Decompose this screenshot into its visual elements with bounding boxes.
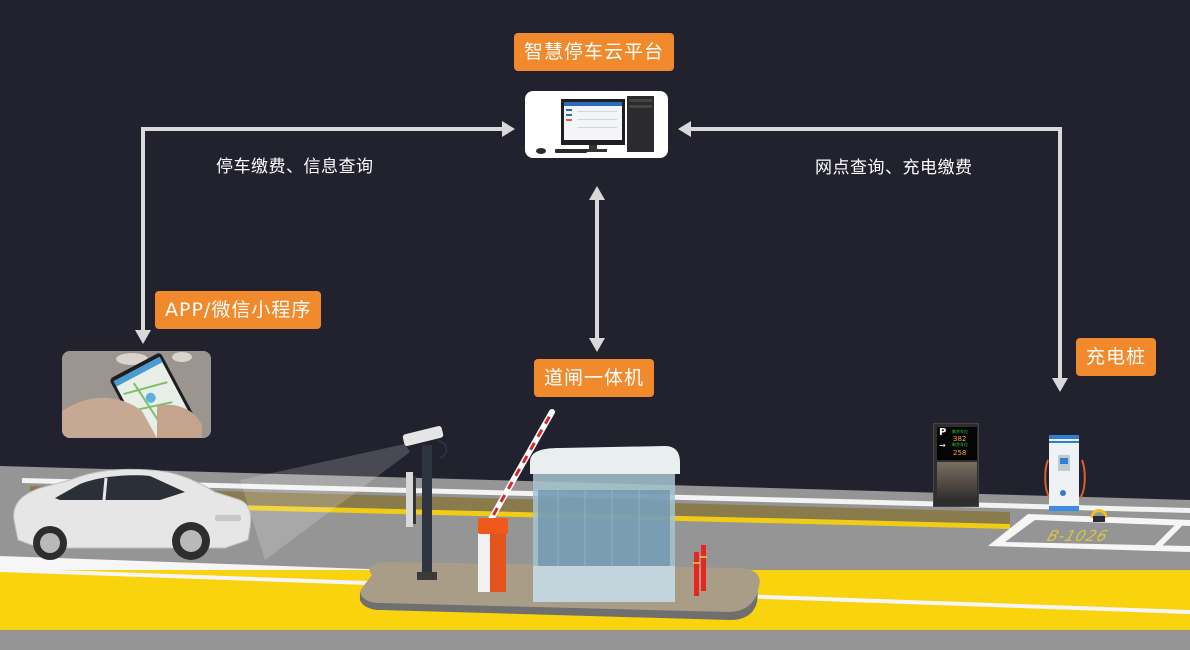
arrowhead-right-icon [502, 121, 515, 137]
arrowhead-left-icon [678, 121, 691, 137]
edge-platform-charger [690, 127, 1062, 382]
arrowhead-down-icon [589, 338, 605, 352]
sign-line1-value: 382 [953, 435, 967, 443]
sign-line1-label: 剩余车位 [952, 429, 968, 434]
edge-label-platform-charger: 网点查询、充电缴费 [815, 158, 973, 178]
desktop-computer-icon [536, 96, 654, 154]
gate-label: 道闸一体机 [534, 359, 655, 397]
app-node [62, 351, 211, 438]
parking-guidance-sign: P 剩余车位 382 → 剩余车位 258 [933, 423, 979, 507]
arrowhead-up-icon [589, 186, 605, 200]
smartphone-hand-icon [62, 351, 211, 438]
edge-label-platform-app: 停车缴费、信息查询 [216, 157, 374, 177]
app-label: APP/微信小程序 [155, 291, 322, 329]
edge-platform-app [141, 127, 505, 330]
sign-line2-value: 258 [953, 449, 967, 457]
cloud-platform-node [525, 91, 668, 158]
sign-line2-label: 剩余车位 [952, 442, 968, 447]
arrowhead-down-icon [1052, 378, 1068, 392]
parking-p-icon: P [939, 427, 947, 438]
cloud-platform-label: 智慧停车云平台 [514, 33, 675, 71]
arrow-right-icon: → [939, 441, 946, 450]
arrowhead-down-icon [135, 330, 151, 344]
charger-label: 充电桩 [1076, 338, 1157, 376]
